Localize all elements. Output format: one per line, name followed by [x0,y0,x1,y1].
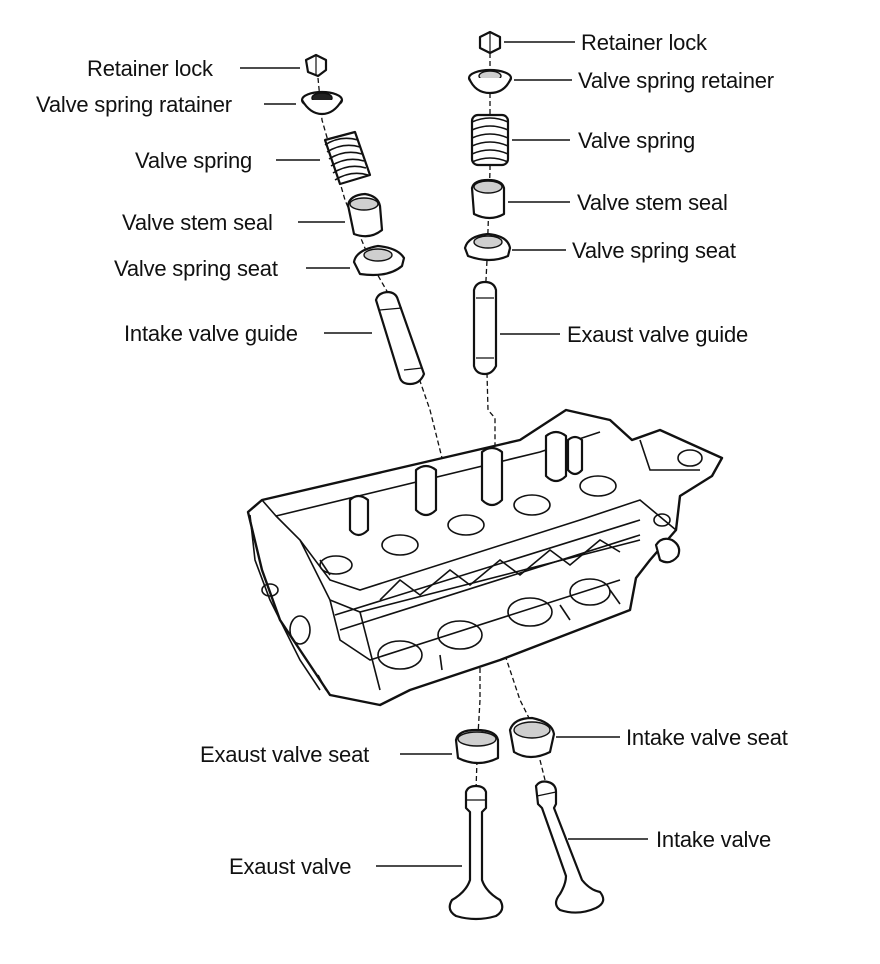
intake-valve-guide [374,290,426,386]
label-intake-valve-guide: Intake valve guide [124,321,298,346]
label-exhaust-valve-spring-seat: Valve spring seat [572,238,736,263]
label-exhaust-valve-stem-seal: Valve stem seal [577,190,728,215]
exhaust-valve-guide [472,280,498,376]
intake-valve [534,780,605,914]
label-intake-valve-spring-seat: Valve spring seat [114,256,278,281]
label-intake-retainer-lock: Retainer lock [87,56,214,81]
cylinder-head [246,408,724,707]
exhaust-valve-stem-seal [470,178,506,220]
intake-valve-seat [508,716,556,759]
label-exhaust-valve-spring-retainer: Valve spring retainer [578,68,774,93]
cylinder-head-valve-bosses [319,430,617,575]
exhaust-valve-spring-retainer [467,68,513,95]
intake-retainer-lock [304,53,328,78]
label-intake-valve-stem-seal: Valve stem seal [122,210,273,235]
intake-valve-spring-retainer [300,90,344,116]
leader-lines [240,41,648,867]
label-exhaust-valve-seat: Exaust valve seat [200,742,369,767]
label-intake-valve-spring-retainer: Valve spring ratainer [36,92,232,117]
exhaust-retainer-lock [478,30,502,55]
label-intake-valve: Intake valve [656,827,771,852]
intake-valve-spring [323,130,372,186]
intake-valve-spring-seat [352,244,406,277]
exhaust-valve-seat [454,728,500,765]
label-intake-valve-spring: Valve spring [135,148,252,173]
label-intake-valve-seat: Intake valve seat [626,725,788,750]
exhaust-valve-spring [470,113,510,167]
label-exhaust-retainer-lock: Retainer lock [581,30,708,55]
label-exhaust-valve-spring: Valve spring [578,128,695,153]
intake-valve-stem-seal [346,192,384,238]
exhaust-valve-spring-seat [463,232,512,262]
label-exhaust-valve: Exaust valve [229,854,351,879]
label-exhaust-valve-guide: Exaust valve guide [567,322,748,347]
part-labels: Retainer lock Valve spring ratainer Valv… [36,30,788,879]
exhaust-valve [448,784,504,921]
